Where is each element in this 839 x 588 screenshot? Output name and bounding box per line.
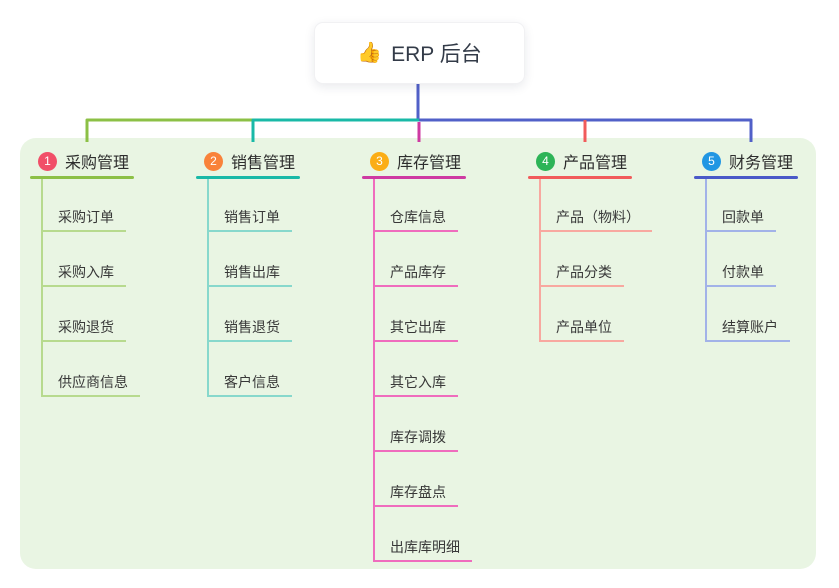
branch-number-badge: 2 <box>204 151 223 171</box>
branch-title-underline <box>528 176 632 179</box>
subitem-label: 回款单 <box>722 209 764 225</box>
subitem-label: 库存盘点 <box>390 484 446 500</box>
branch-trunk-line <box>539 179 541 342</box>
subitem-node[interactable]: 结算账户 <box>705 314 790 342</box>
subitem-node[interactable]: 产品（物料） <box>539 204 652 232</box>
root-node-erp[interactable]: 👍 ERP 后台 <box>314 22 525 84</box>
thumbs-up-icon: 👍 <box>357 42 383 64</box>
branch-trunk-line <box>41 179 43 397</box>
subitem-node[interactable]: 销售退货 <box>207 314 292 342</box>
branch-trunk-line <box>705 179 707 342</box>
subitem-label: 付款单 <box>722 264 764 280</box>
subitem-node[interactable]: 其它入库 <box>373 369 458 397</box>
subitem-label: 采购订单 <box>58 209 114 225</box>
branch-number-badge: 3 <box>370 151 389 171</box>
branch-trunk-line <box>207 179 209 397</box>
branches-background-panel <box>20 138 816 569</box>
subitem-node[interactable]: 付款单 <box>705 259 776 287</box>
subitem-node[interactable]: 回款单 <box>705 204 776 232</box>
subitem-label: 产品库存 <box>390 264 446 280</box>
branch-title-node[interactable]: 1 采购管理 <box>38 148 129 174</box>
subitem-label: 其它入库 <box>390 374 446 390</box>
branch-title-node[interactable]: 2 销售管理 <box>204 148 295 174</box>
subitem-label: 产品单位 <box>556 319 612 335</box>
branch-title-node[interactable]: 3 库存管理 <box>370 148 461 174</box>
subitem-node[interactable]: 库存盘点 <box>373 479 458 507</box>
subitem-node[interactable]: 出库库明细 <box>373 534 472 562</box>
branch-number-badge: 5 <box>702 151 721 171</box>
subitem-label: 其它出库 <box>390 319 446 335</box>
branch-number-badge: 1 <box>38 151 57 171</box>
branch-title-underline <box>694 176 798 179</box>
branch-title-underline <box>362 176 466 179</box>
subitem-node[interactable]: 仓库信息 <box>373 204 458 232</box>
branch-title-node[interactable]: 4 产品管理 <box>536 148 627 174</box>
branch-title-node[interactable]: 5 财务管理 <box>702 148 793 174</box>
subitem-label: 采购入库 <box>58 264 114 280</box>
branch-title-label: 采购管理 <box>65 155 130 172</box>
branch-title-label: 销售管理 <box>231 155 296 172</box>
subitem-node[interactable]: 采购退货 <box>41 314 126 342</box>
subitem-label: 供应商信息 <box>58 374 128 390</box>
branch-title-label: 财务管理 <box>729 155 794 172</box>
branch-title-label: 库存管理 <box>397 155 462 172</box>
subitem-node[interactable]: 供应商信息 <box>41 369 140 397</box>
branch-title-label: 产品管理 <box>563 155 628 172</box>
subitem-node[interactable]: 销售出库 <box>207 259 292 287</box>
subitem-label: 销售退货 <box>224 319 280 335</box>
branch-number-badge: 4 <box>536 151 555 171</box>
subitem-node[interactable]: 产品单位 <box>539 314 624 342</box>
root-node-label: ERP 后台 <box>391 43 482 66</box>
subitem-node[interactable]: 产品库存 <box>373 259 458 287</box>
branch-title-underline <box>196 176 300 179</box>
subitem-label: 仓库信息 <box>390 209 446 225</box>
subitem-label: 库存调拨 <box>390 429 446 445</box>
branch-trunk-line <box>373 179 375 562</box>
subitem-node[interactable]: 销售订单 <box>207 204 292 232</box>
subitem-label: 产品（物料） <box>556 209 640 225</box>
subitem-node[interactable]: 产品分类 <box>539 259 624 287</box>
subitem-label: 采购退货 <box>58 319 114 335</box>
subitem-label: 产品分类 <box>556 264 612 280</box>
subitem-node[interactable]: 客户信息 <box>207 369 292 397</box>
subitem-node[interactable]: 其它出库 <box>373 314 458 342</box>
subitem-node[interactable]: 采购入库 <box>41 259 126 287</box>
branch-title-underline <box>30 176 134 179</box>
subitem-node[interactable]: 采购订单 <box>41 204 126 232</box>
subitem-node[interactable]: 库存调拨 <box>373 424 458 452</box>
subitem-label: 结算账户 <box>722 319 778 335</box>
subitem-label: 销售出库 <box>224 264 280 280</box>
subitem-label: 客户信息 <box>224 374 280 390</box>
subitem-label: 销售订单 <box>224 209 280 225</box>
subitem-label: 出库库明细 <box>390 539 460 555</box>
